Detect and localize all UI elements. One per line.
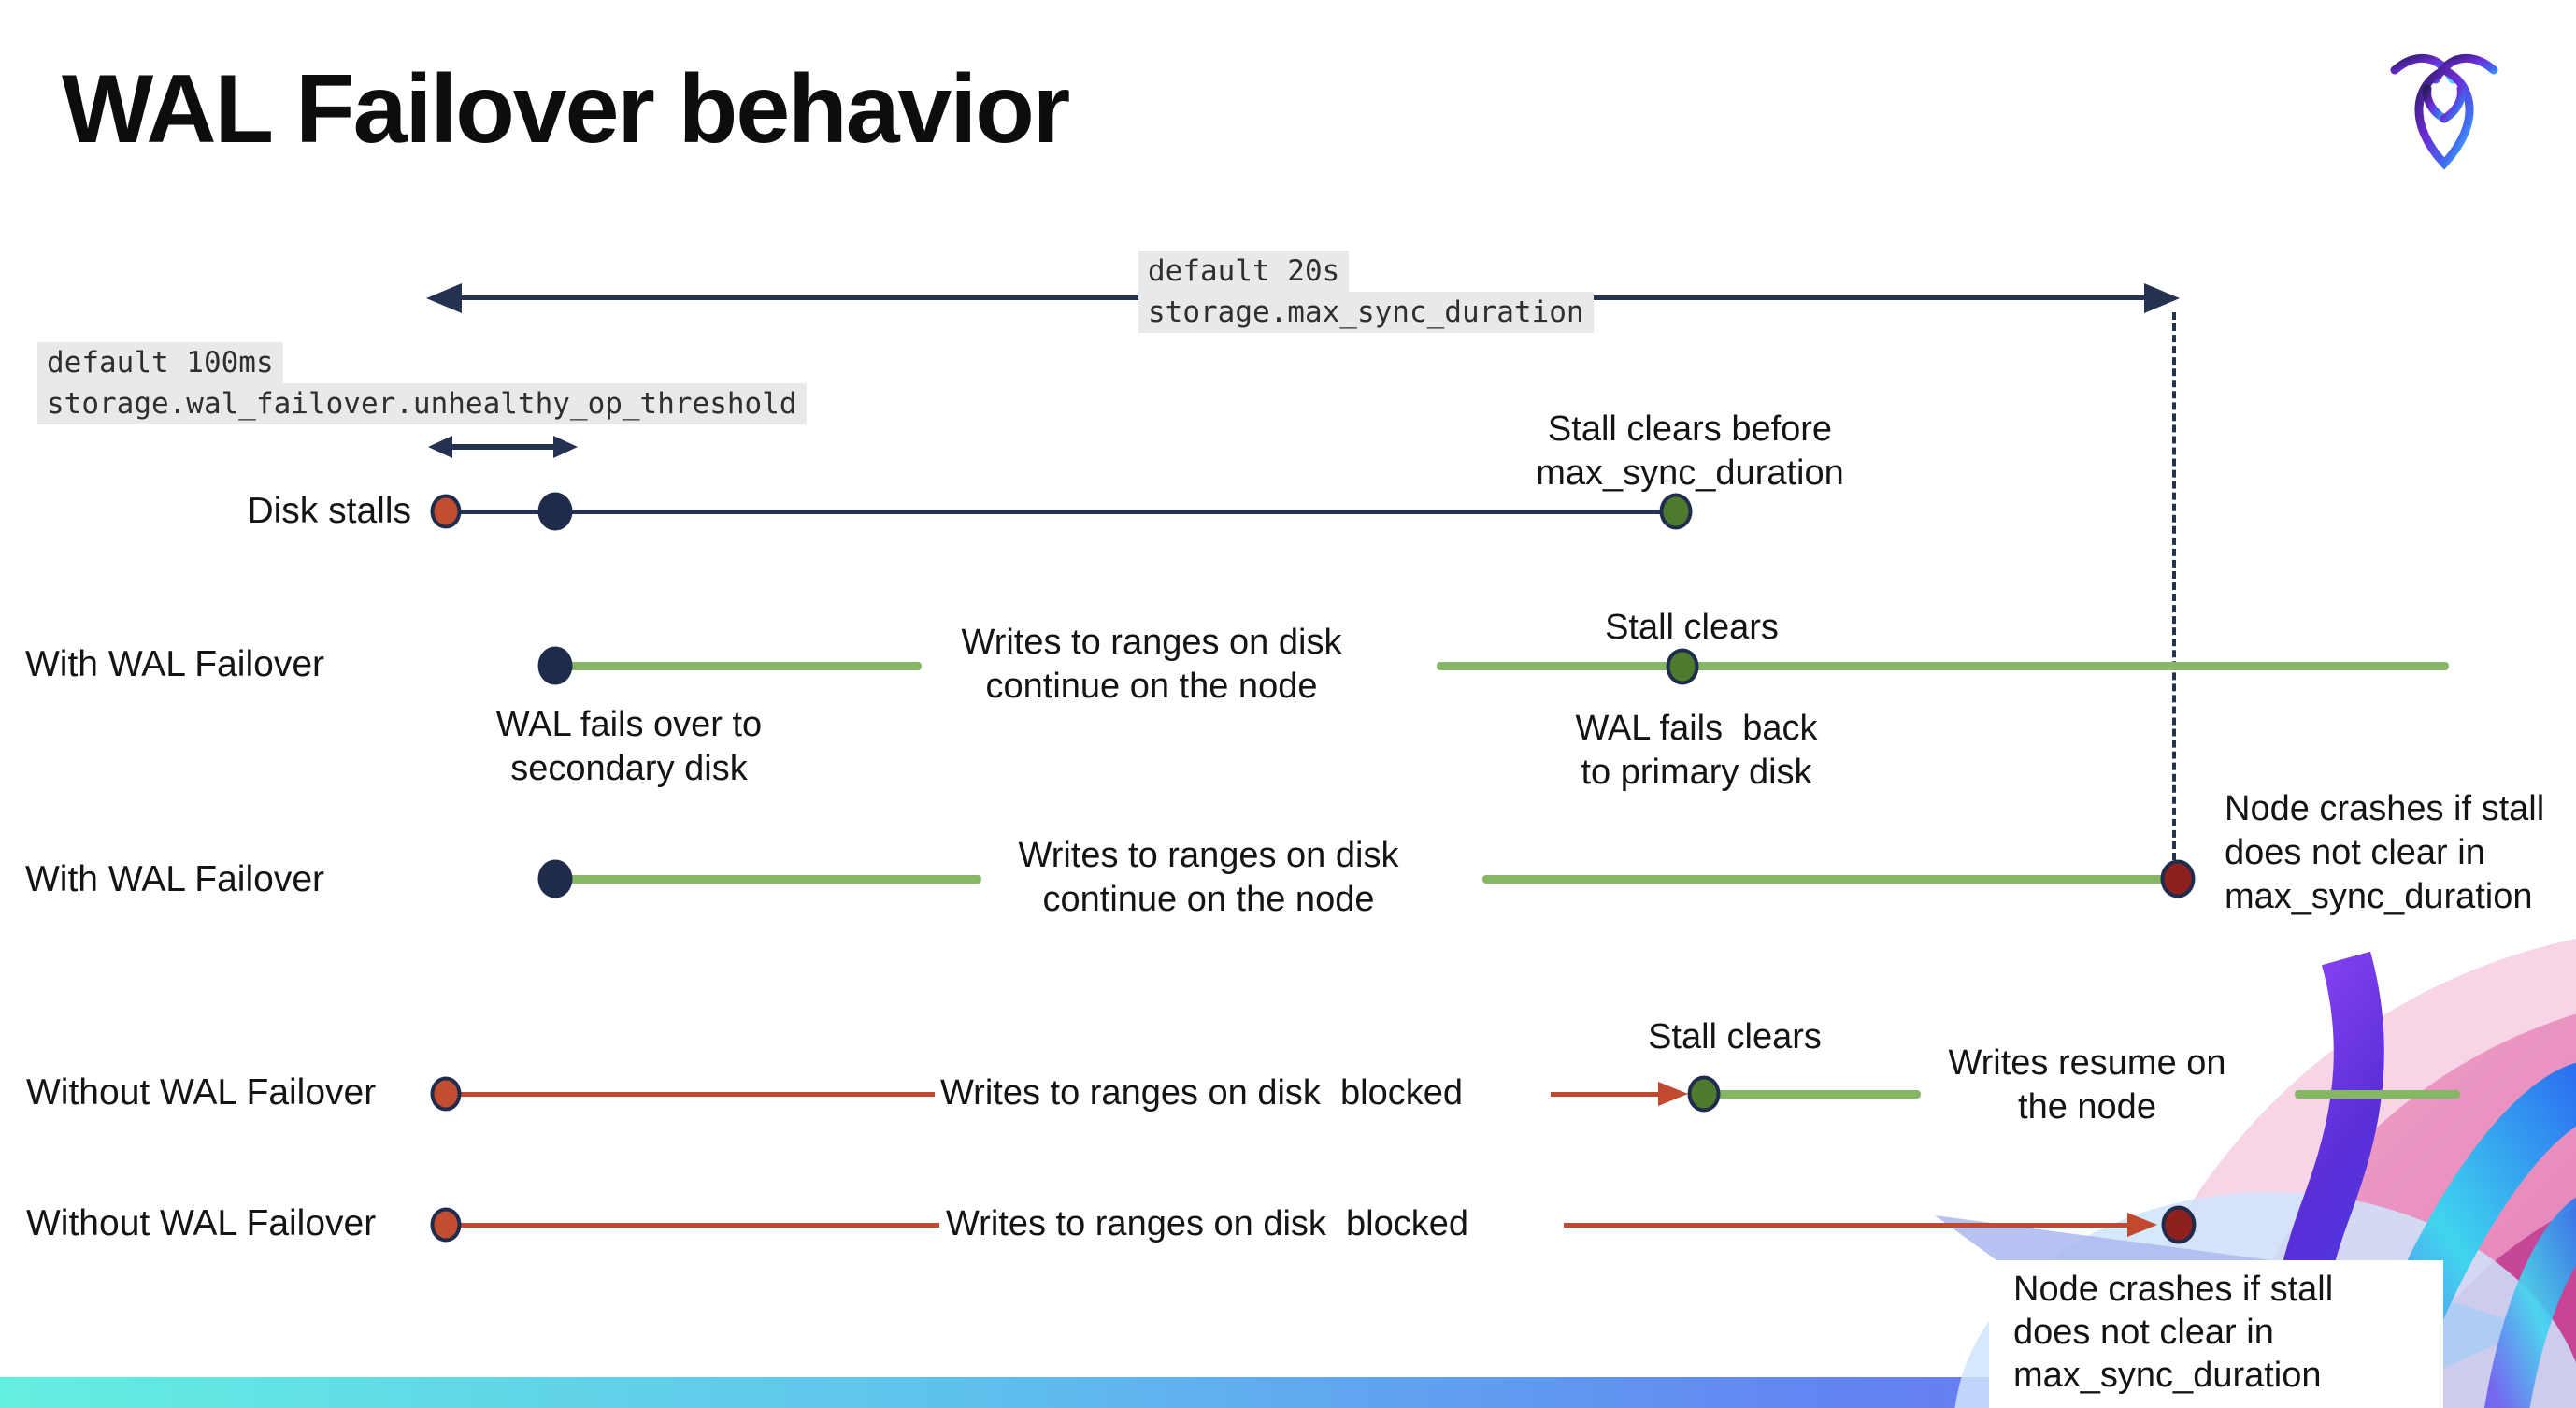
threshold-reached-dot bbox=[537, 492, 573, 531]
writes-resume-line-right bbox=[2295, 1090, 2460, 1099]
failover-trigger-dot bbox=[537, 646, 573, 685]
max-sync-default-value: default 20s bbox=[1138, 251, 1350, 292]
writes-blocked-line-left-1 bbox=[446, 1092, 935, 1097]
node-crash-callout-box: Node crashes if stall does not clear in … bbox=[1989, 1260, 2443, 1408]
writes-blocked-note-1: Writes to ranges on disk blocked bbox=[940, 1073, 1464, 1113]
writes-continue-line-right-2 bbox=[1482, 875, 2178, 884]
node-crash-note-2: Node crashes if stall does not clear in … bbox=[2013, 1270, 2334, 1395]
arrow-right-head-icon bbox=[2144, 283, 2180, 313]
writes-blocked-line-left-2 bbox=[446, 1223, 939, 1228]
row-label-with-wal-failover-1: With WAL Failover bbox=[25, 644, 324, 684]
stall-clears-dot-3 bbox=[1687, 1075, 1721, 1113]
stall-clears-dot-2 bbox=[1666, 648, 1699, 685]
wal-fails-over-note: WAL fails over to secondary disk bbox=[495, 705, 763, 788]
blocked-arrow-head-icon-1 bbox=[1658, 1082, 1688, 1106]
row-label-disk-stalls: Disk stalls bbox=[247, 491, 411, 531]
writes-blocked-line-right-1 bbox=[1551, 1092, 1663, 1097]
cockroachdb-logo-icon bbox=[2390, 53, 2498, 170]
row-label-without-wal-failover-1: Without WAL Failover bbox=[26, 1072, 377, 1113]
writes-resume-line-left bbox=[1704, 1090, 1921, 1099]
threshold-arrow-left-head-icon bbox=[428, 436, 452, 458]
max-sync-setting-name: storage.max_sync_duration bbox=[1138, 292, 1594, 333]
node-crash-note-1: Node crashes if stall does not clear in … bbox=[2225, 789, 2545, 916]
stall-clears-note-2: Stall clears bbox=[1605, 608, 1779, 647]
max-sync-deadline-dashed-line bbox=[2172, 312, 2176, 860]
writes-continue-note-1: Writes to ranges on disk continue on the… bbox=[961, 623, 1342, 706]
writes-continue-line-left bbox=[555, 662, 922, 670]
writes-continue-line-left-2 bbox=[555, 875, 981, 884]
row-label-with-wal-failover-2: With WAL Failover bbox=[25, 859, 324, 899]
unhealthy-op-threshold-setting-label: default 100ms storage.wal_failover.unhea… bbox=[37, 342, 807, 424]
threshold-arrow-line bbox=[443, 444, 561, 450]
stall-start-dot bbox=[430, 494, 462, 529]
writes-blocked-line-right-2 bbox=[1564, 1223, 2127, 1228]
writes-continue-note-2: Writes to ranges on disk continue on the… bbox=[1018, 836, 1399, 919]
node-crash-dot-2 bbox=[2161, 1205, 2197, 1244]
arrow-left-head-icon bbox=[426, 283, 462, 313]
threshold-setting-name: storage.wal_failover.unhealthy_op_thresh… bbox=[37, 383, 807, 424]
stall-clears-dot bbox=[1659, 493, 1693, 530]
stall-clears-before-note: Stall clears before max_sync_duration bbox=[1536, 409, 1844, 493]
stall-start-dot-3 bbox=[430, 1207, 462, 1243]
row-label-without-wal-failover-2: Without WAL Failover bbox=[26, 1203, 377, 1243]
failover-trigger-dot-2 bbox=[537, 859, 573, 898]
stall-clears-note-3: Stall clears bbox=[1648, 1017, 1822, 1056]
node-crash-dot-1 bbox=[2160, 859, 2196, 898]
writes-resume-note: Writes resume on the node bbox=[1948, 1043, 2226, 1127]
disk-stall-timeline-line bbox=[446, 510, 1676, 514]
wal-fails-back-note: WAL fails back to primary disk bbox=[1575, 709, 1818, 792]
page-title: WAL Failover behavior bbox=[62, 55, 1070, 164]
max-sync-duration-setting-label: default 20s storage.max_sync_duration bbox=[1138, 251, 1594, 333]
threshold-arrow-right-head-icon bbox=[553, 436, 578, 458]
blocked-arrow-head-icon-2 bbox=[2127, 1213, 2157, 1237]
threshold-default-value: default 100ms bbox=[37, 342, 283, 383]
writes-continue-line-right bbox=[1437, 662, 2449, 670]
writes-blocked-note-2: Writes to ranges on disk blocked bbox=[946, 1204, 1469, 1243]
stall-start-dot-2 bbox=[430, 1076, 462, 1112]
